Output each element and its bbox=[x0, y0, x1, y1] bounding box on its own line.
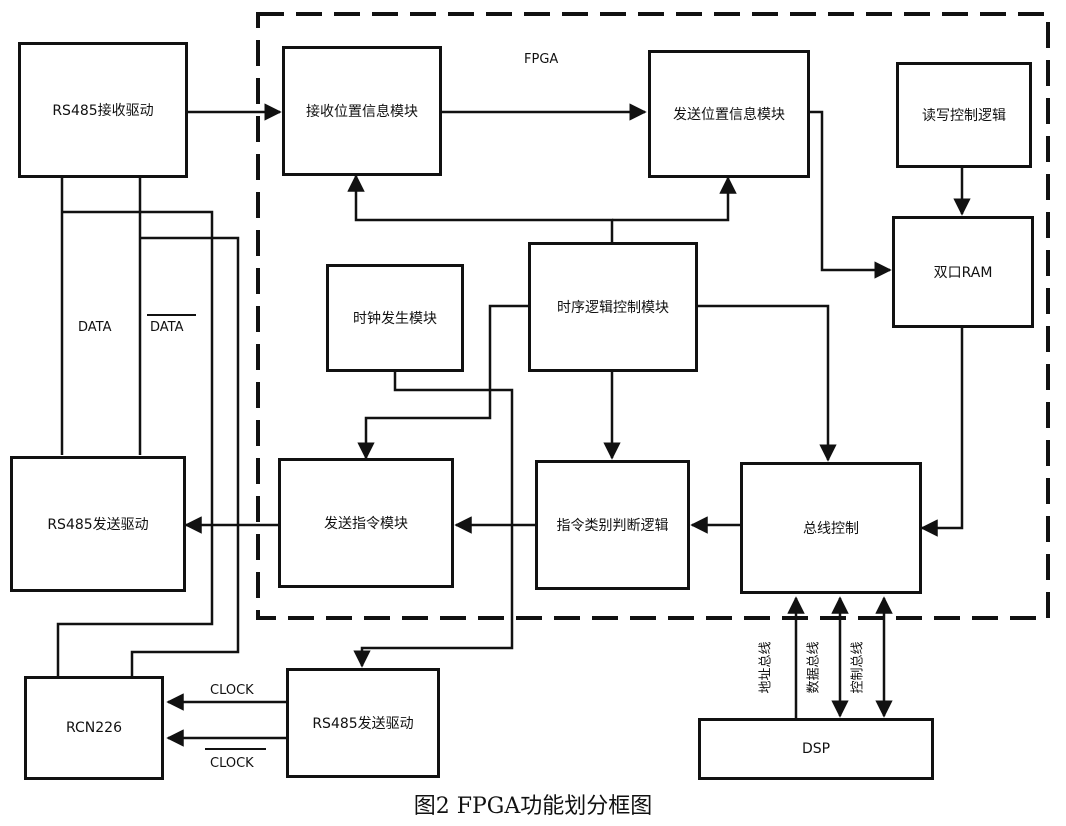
clock-gen-module-label: 时钟发生模块 bbox=[353, 311, 437, 327]
clock-gen-module: 时钟发生模块 bbox=[326, 264, 464, 372]
data-bar-label: DATA bbox=[150, 320, 184, 335]
rs485-tx-driver-lower-label: RS485发送驱动 bbox=[312, 716, 414, 732]
tx-command-module-label: 发送指令模块 bbox=[324, 516, 408, 532]
wire-timing-up-right bbox=[612, 176, 737, 222]
timing-control-module-label: 时序逻辑控制模块 bbox=[557, 300, 669, 316]
dsp: DSP bbox=[698, 718, 934, 780]
rw-control-logic-label: 读写控制逻辑 bbox=[922, 108, 1006, 124]
control-bus-label: 控制总线 bbox=[850, 641, 866, 694]
command-judge-logic-label: 指令类别判断逻辑 bbox=[556, 518, 669, 534]
figure-caption: 图2 FPGA功能划分框图 bbox=[413, 794, 653, 819]
wire-rx-to-rcn-b bbox=[130, 236, 240, 678]
wire-clock-to-lower-tx bbox=[353, 372, 514, 668]
rx-position-module: 接收位置信息模块 bbox=[282, 46, 442, 176]
wire-rx-to-rcn-a bbox=[56, 210, 214, 678]
wire-send-position-to-ram bbox=[808, 110, 892, 279]
wire-timing-to-send-command bbox=[357, 304, 528, 460]
fpga-label: FPGA bbox=[524, 52, 559, 67]
dsp-label: DSP bbox=[801, 741, 831, 757]
rcn226: RCN226 bbox=[24, 676, 164, 780]
rw-control-logic: 读写控制逻辑 bbox=[896, 62, 1032, 168]
dual-port-ram-label: 双口RAM bbox=[933, 265, 993, 281]
tx-position-module: 发送位置信息模块 bbox=[648, 50, 810, 178]
rs485-rx-driver: RS485接收驱动 bbox=[18, 42, 188, 178]
rcn226-label: RCN226 bbox=[66, 720, 122, 736]
address-bus-label: 地址总线 bbox=[758, 641, 774, 694]
rs485-rx-driver-label: RS485接收驱动 bbox=[52, 103, 154, 119]
fpga-boundary bbox=[256, 12, 1050, 620]
wire-timing-up bbox=[347, 174, 614, 242]
clock-bar-label: CLOCK bbox=[210, 756, 254, 771]
data-label: DATA bbox=[78, 320, 112, 335]
command-judge-logic: 指令类别判断逻辑 bbox=[535, 460, 690, 590]
rs485-tx-driver-upper-label: RS485发送驱动 bbox=[47, 517, 149, 533]
wire-timing-to-bus bbox=[697, 304, 837, 462]
dual-port-ram: 双口RAM bbox=[892, 216, 1034, 328]
rs485-tx-driver-lower: RS485发送驱动 bbox=[286, 668, 440, 778]
wire-ram-to-bus bbox=[920, 328, 964, 537]
timing-control-module: 时序逻辑控制模块 bbox=[528, 242, 698, 372]
clock-label: CLOCK bbox=[210, 683, 254, 698]
rx-position-module-label: 接收位置信息模块 bbox=[306, 104, 418, 120]
tx-command-module: 发送指令模块 bbox=[278, 458, 454, 588]
tx-position-module-label: 发送位置信息模块 bbox=[673, 107, 785, 123]
bus-control: 总线控制 bbox=[740, 462, 922, 594]
rs485-tx-driver-upper: RS485发送驱动 bbox=[10, 456, 186, 592]
bus-control-label: 总线控制 bbox=[803, 521, 859, 537]
data-bus-label: 数据总线 bbox=[806, 641, 822, 694]
